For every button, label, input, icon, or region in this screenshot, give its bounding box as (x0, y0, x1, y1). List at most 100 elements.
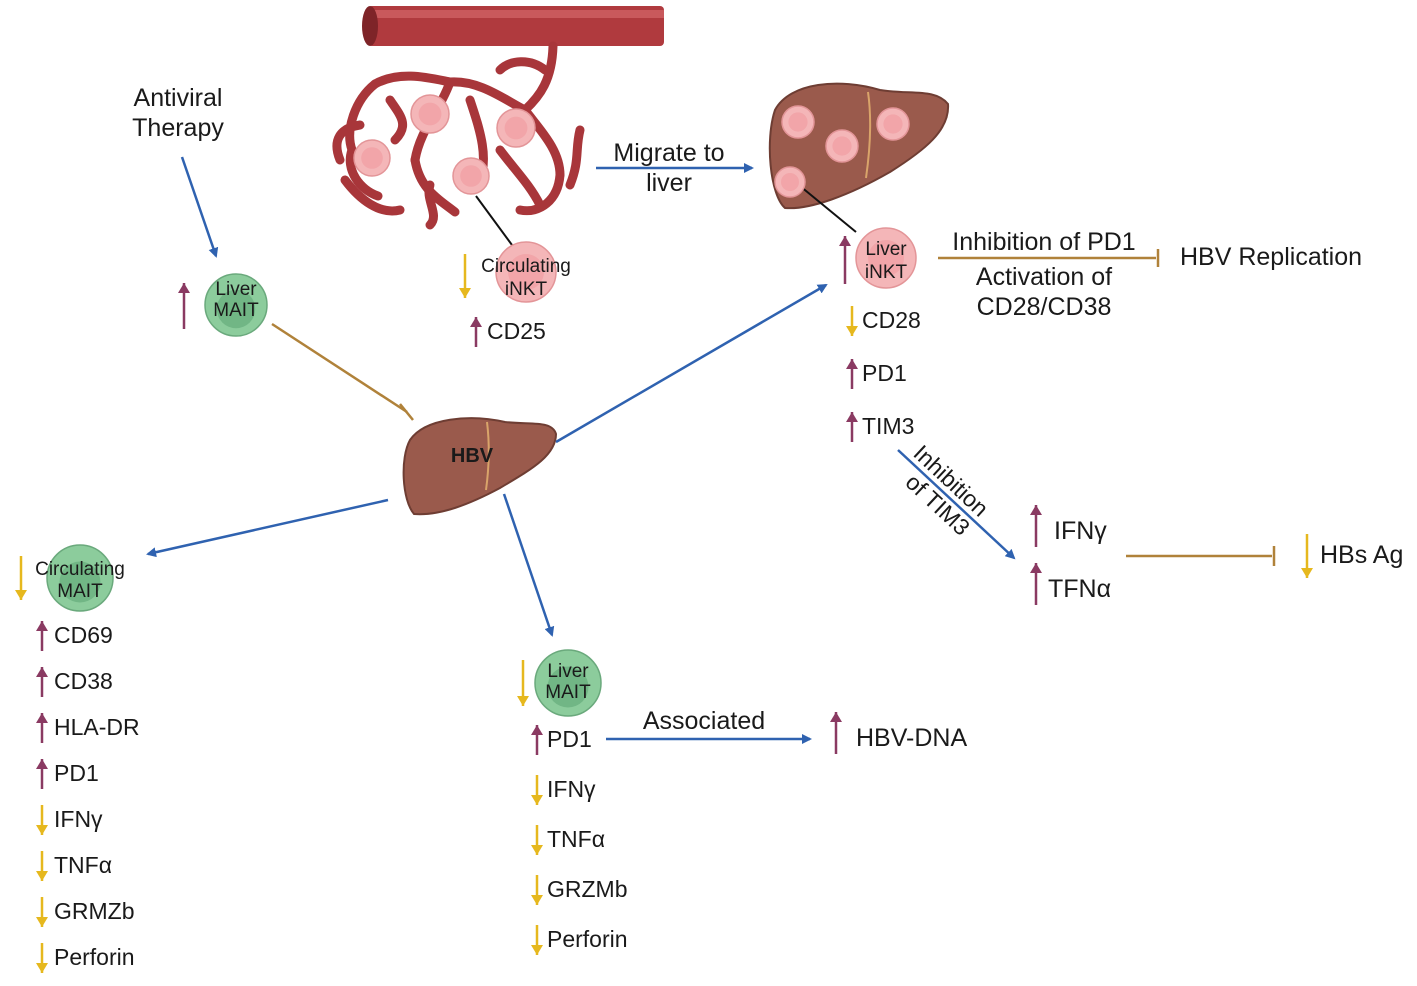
arrow-hbv-to-circulating-mait (146, 498, 389, 558)
up-arrow-icon (36, 759, 48, 789)
liver-mait-bottom-line1: Liver (547, 661, 589, 682)
cytokine-label: IFNγ (1054, 517, 1107, 545)
liver-mait-top-line1: Liver (215, 279, 257, 300)
hbv-dna-label: HBV-DNA (856, 724, 967, 752)
up-arrow-icon (470, 317, 482, 347)
up-arrow-icon (531, 725, 543, 755)
liver-mait-bottom-line2: MAIT (545, 682, 591, 703)
marker-item: CD28 (846, 306, 921, 336)
inkt-effect-line2: Activation of (976, 263, 1112, 291)
down-arrow-icon (531, 775, 543, 805)
liver-mait-top-trend-icon (178, 283, 190, 329)
marker-label: PD1 (862, 360, 907, 386)
marker-label: CD69 (54, 622, 113, 648)
down-arrow-icon (36, 805, 48, 835)
inkt-cell-vessel-1-icon (410, 94, 450, 134)
cells-layer (46, 94, 917, 717)
marker-item: TIM3 (846, 412, 914, 442)
marker-label: PD1 (54, 760, 99, 786)
hbs-ag-label: HBs Ag (1320, 541, 1403, 569)
liver-inkt-line1: Liver (865, 239, 907, 260)
marker-item: CD38 (36, 667, 113, 697)
hbv-dna-trend-icon (830, 712, 842, 754)
up-arrow-icon (36, 667, 48, 697)
marker-label: CD28 (862, 307, 921, 333)
liver-mait-cell-bottom-icon (534, 649, 602, 717)
marker-label: TNFα (547, 826, 605, 852)
hbv-replication-label: HBV Replication (1180, 243, 1362, 271)
hbv-label: HBV (451, 445, 494, 467)
trend-arrows-layer (15, 236, 1313, 754)
inkt-cell-liver-2-icon (876, 107, 910, 141)
up-arrow-icon (1030, 505, 1042, 547)
down-arrow-icon (36, 943, 48, 973)
marker-item: PD1 (846, 359, 907, 389)
up-arrow-icon (36, 621, 48, 651)
inkt-cell-vessel-3-icon (353, 139, 391, 177)
hbs-ag-trend-icon (1301, 534, 1313, 578)
marker-item: HLA-DR (36, 713, 140, 743)
marker-label: Perforin (54, 944, 135, 970)
liver-mait-top-line2: MAIT (213, 300, 259, 321)
marker-item: IFNγ (36, 805, 103, 835)
up-arrow-icon (846, 359, 858, 389)
liver-inkt-line2: iNKT (865, 262, 908, 283)
antiviral-label-line2: Therapy (132, 114, 224, 142)
marker-item: TNFα (36, 851, 112, 881)
inkt-cell-vessel-4-icon (452, 157, 490, 195)
arrow-hbv-to-liver-mait (502, 493, 555, 637)
marker-item: TNFα (531, 825, 605, 855)
marker-item: GRZMb (531, 875, 628, 905)
marker-label: IFNγ (547, 776, 596, 802)
liver-inkt-trend-icon (839, 236, 851, 284)
down-arrow-icon (36, 897, 48, 927)
marker-label: TIM3 (862, 413, 914, 439)
arrow-tim3-inhibition (897, 449, 1016, 560)
circulating-mait-trend-icon (15, 556, 27, 600)
inkt-cell-liver-3-icon (825, 129, 859, 163)
circulating-inkt-trend-icon (459, 254, 471, 298)
marker-label: TNFα (54, 852, 112, 878)
marker-label: GRMZb (54, 898, 135, 924)
inhibition-mait-to-hbv (271, 322, 408, 414)
up-arrow-icon (36, 713, 48, 743)
migrate-label-line2: liver (646, 169, 692, 197)
circulating-mait-line2: MAIT (57, 581, 103, 602)
circulating-mait-cell-icon (46, 544, 114, 612)
circulating-inkt-cell-icon (495, 241, 557, 303)
marker-label: PD1 (547, 726, 592, 752)
marker-item: Perforin (36, 943, 135, 973)
inkt-cell-liver-4-icon (774, 166, 806, 198)
cytokine-item: IFNγ (1030, 505, 1107, 547)
marker-item: IFNγ (531, 775, 596, 805)
marker-label: IFNγ (54, 806, 103, 832)
down-arrow-icon (846, 306, 858, 336)
antiviral-label-line1: Antiviral (134, 84, 223, 112)
marker-item: GRMZb (36, 897, 135, 927)
inkt-effect-line3: CD28/CD38 (977, 293, 1112, 321)
marker-label: Perforin (547, 926, 628, 952)
circulating-mait-line1: Circulating (35, 559, 125, 580)
inkt-cell-vessel-2-icon (496, 108, 536, 148)
inkt-effect-line1: Inhibition of PD1 (952, 228, 1135, 256)
down-arrow-icon (36, 851, 48, 881)
marker-label: HLA-DR (54, 714, 140, 740)
cytokine-item: TFNα (1030, 563, 1111, 605)
marker-item: CD69 (36, 621, 113, 651)
arrow-antiviral-to-mait (180, 156, 219, 258)
marker-item: Perforin (531, 925, 628, 955)
labels: Antiviral Therapy Migrate to liver Liver… (35, 84, 1403, 752)
down-arrow-icon (531, 925, 543, 955)
marker-item: PD1 (36, 759, 99, 789)
inkt-cell-liver-1-icon (781, 105, 815, 139)
circulating-inkt-line2: iNKT (505, 279, 548, 300)
circulating-inkt-markers: CD25 (470, 317, 546, 347)
connector-lines (146, 156, 1276, 744)
cytokine-label: TFNα (1048, 575, 1111, 603)
